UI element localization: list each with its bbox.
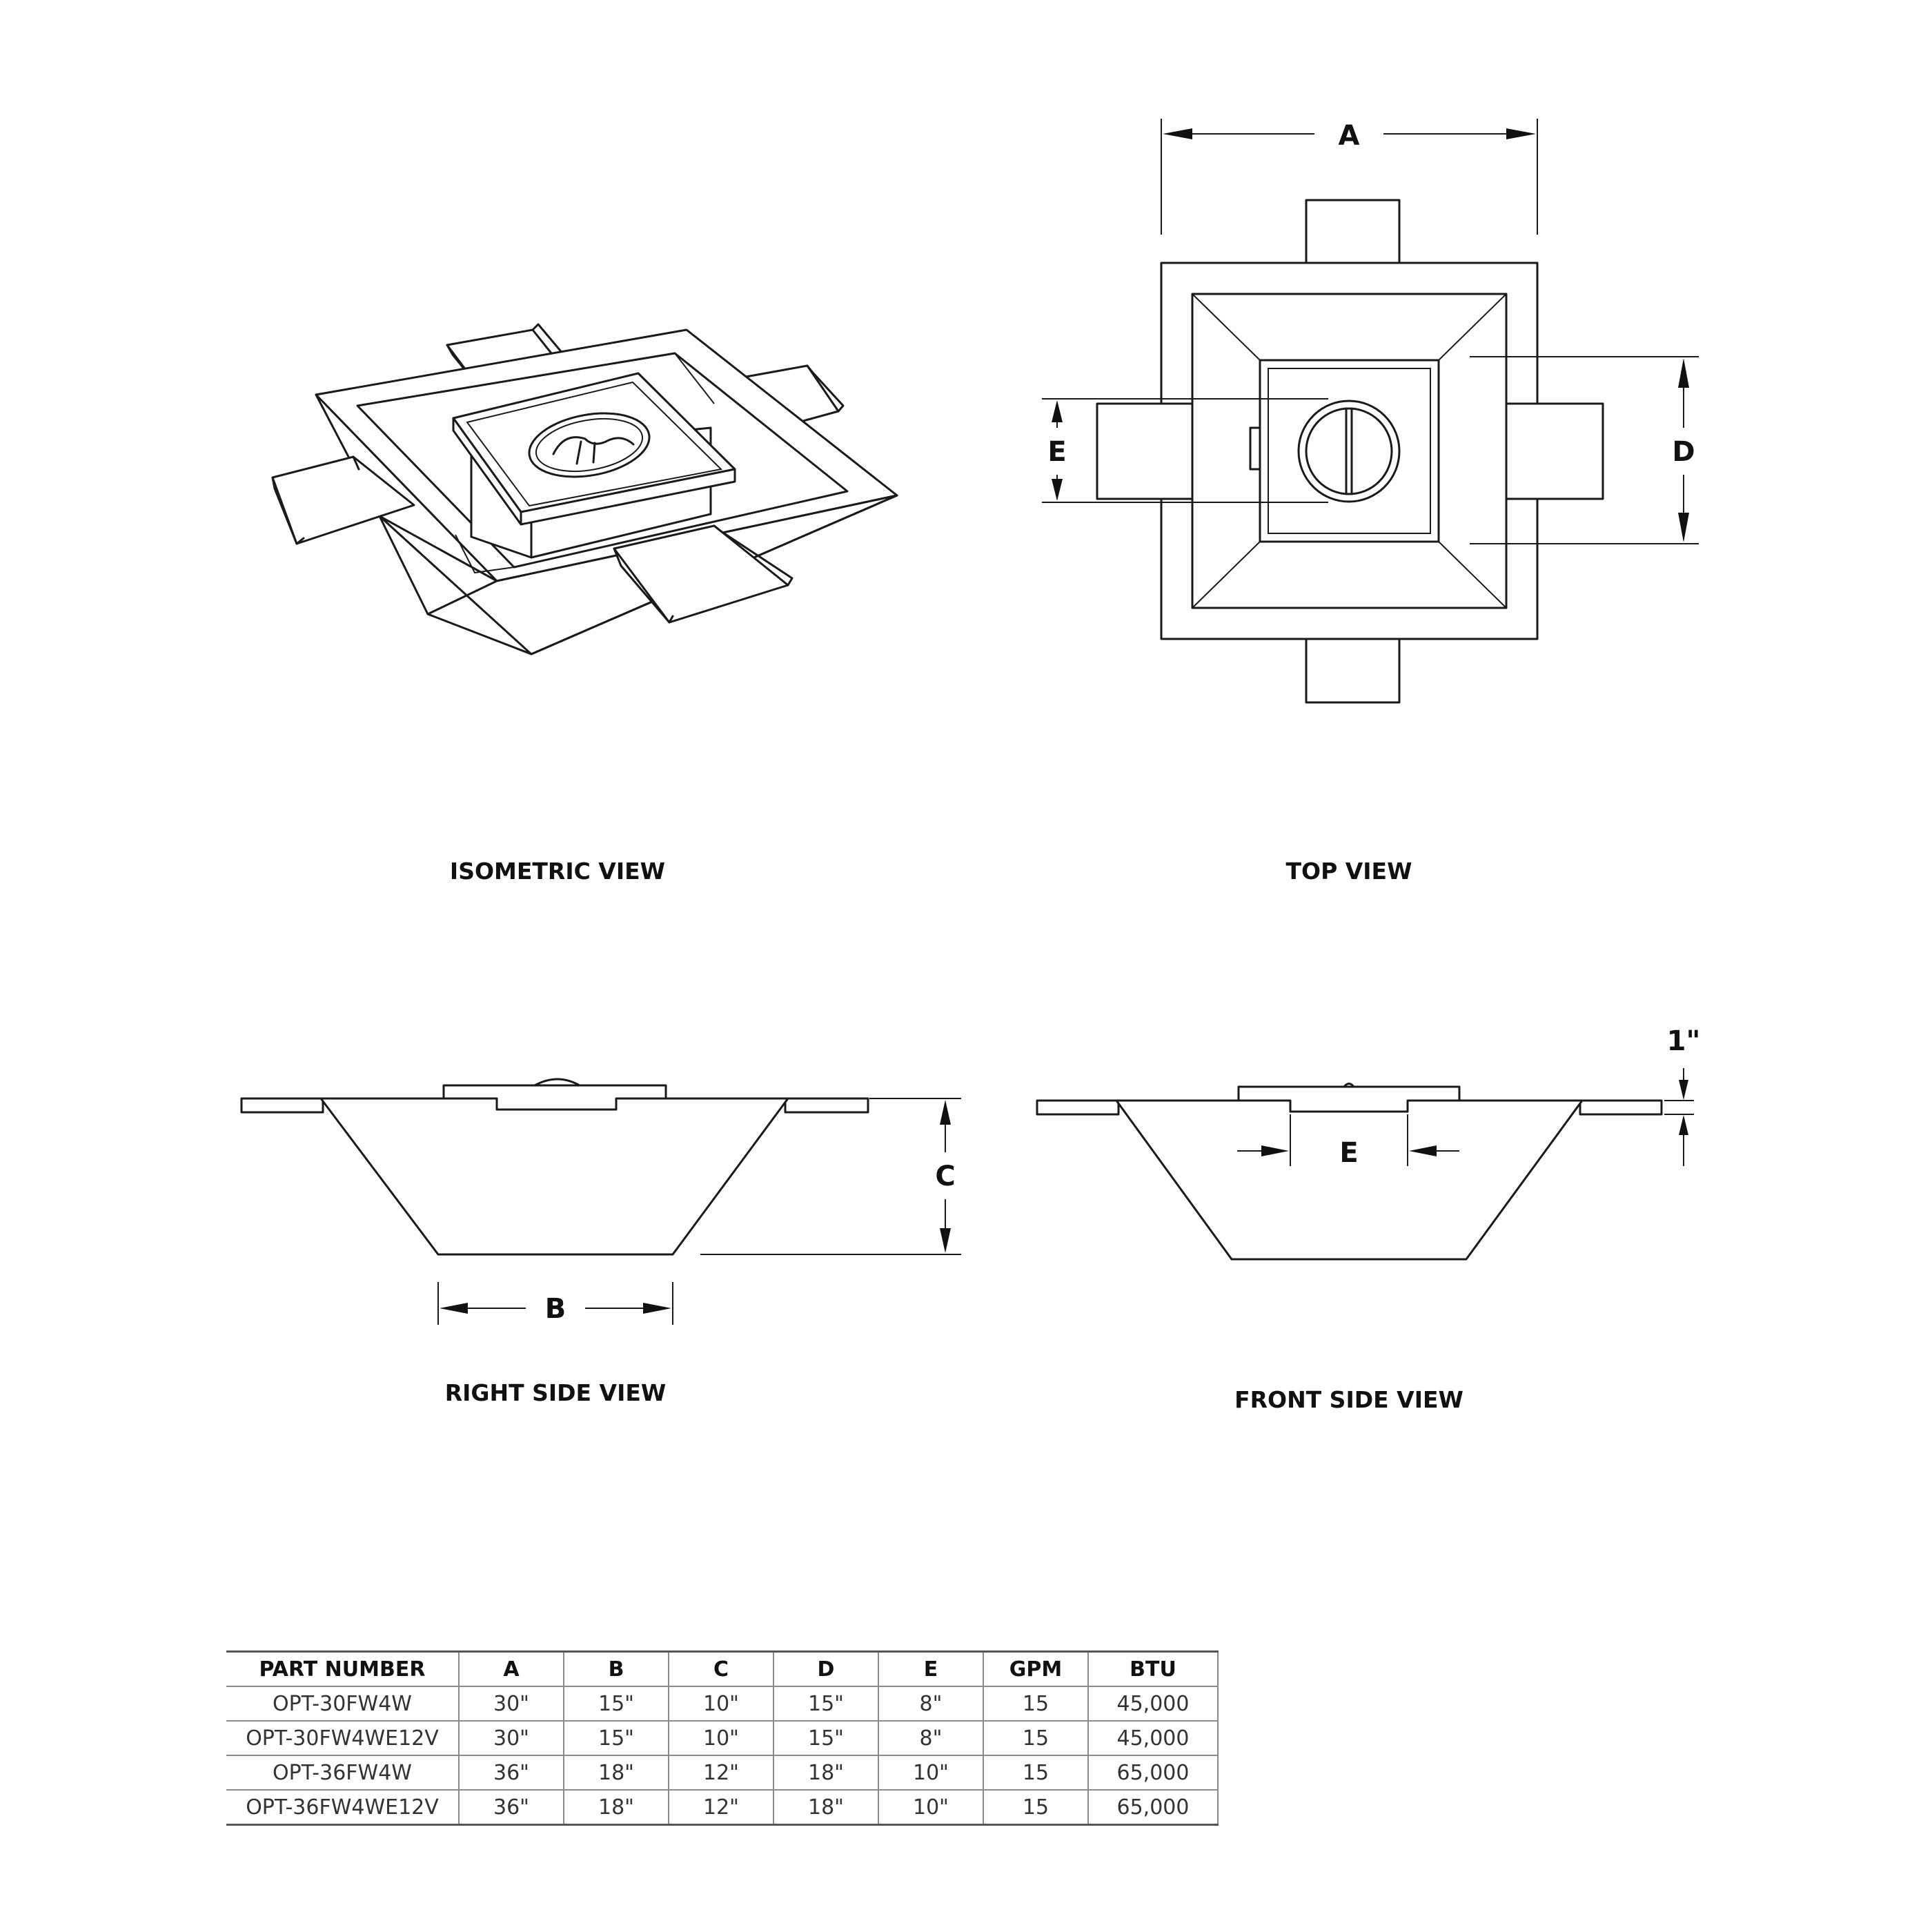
front-fire-pan bbox=[1237, 1085, 1461, 1113]
front-dim-lip bbox=[1664, 1068, 1694, 1166]
cell-e: 10" bbox=[878, 1789, 984, 1826]
cell-e: 8" bbox=[878, 1720, 984, 1756]
cell-b: 15" bbox=[563, 1720, 669, 1756]
front-bowl bbox=[1115, 1099, 1584, 1261]
dim-label-c: C bbox=[935, 1161, 955, 1192]
col-header-part-number: PART NUMBER bbox=[226, 1650, 460, 1687]
cell-btu: 65,000 bbox=[1087, 1789, 1219, 1826]
col-header-gpm: GPM bbox=[983, 1650, 1089, 1687]
cell-a: 30" bbox=[458, 1720, 564, 1756]
cell-d: 15" bbox=[773, 1720, 879, 1756]
top-view-title: TOP VIEW bbox=[1286, 858, 1412, 885]
right-bowl bbox=[319, 1097, 789, 1256]
cell-d: 18" bbox=[773, 1789, 879, 1826]
cell-c: 10" bbox=[668, 1686, 774, 1722]
right-dim-c bbox=[700, 1098, 961, 1255]
right-dim-b bbox=[437, 1282, 673, 1325]
iso-spout-left bbox=[271, 455, 415, 545]
top-dim-a bbox=[1161, 119, 1538, 235]
cell-d: 18" bbox=[773, 1755, 879, 1791]
top-dim-d bbox=[1470, 356, 1699, 544]
table-header-row: PART NUMBER A B C D E GPM BTU bbox=[226, 1650, 1219, 1687]
table-row: OPT-36FW4W 36" 18" 12" 18" 10" 15 65,000 bbox=[226, 1755, 1219, 1791]
cell-btu: 45,000 bbox=[1087, 1686, 1219, 1722]
cell-e: 8" bbox=[878, 1686, 984, 1722]
right-side-view-title: RIGHT SIDE VIEW bbox=[445, 1379, 667, 1406]
cell-btu: 45,000 bbox=[1087, 1720, 1219, 1756]
cell-btu: 65,000 bbox=[1087, 1755, 1219, 1791]
cell-a: 30" bbox=[458, 1686, 564, 1722]
right-side-view: C B bbox=[240, 1078, 961, 1325]
cell-c: 12" bbox=[668, 1789, 774, 1826]
dim-label-lip: 1" bbox=[1667, 1025, 1701, 1057]
col-header-d: D bbox=[773, 1650, 879, 1687]
cell-b: 18" bbox=[563, 1789, 669, 1826]
cell-part-number: OPT-30FW4WE12V bbox=[226, 1720, 460, 1756]
front-dim-e bbox=[1237, 1114, 1459, 1166]
cell-a: 36" bbox=[458, 1789, 564, 1826]
cell-part-number: OPT-36FW4WE12V bbox=[226, 1789, 460, 1826]
dim-label-b: B bbox=[545, 1293, 566, 1325]
isometric-view bbox=[271, 323, 898, 656]
isometric-view-title: ISOMETRIC VIEW bbox=[450, 858, 665, 885]
table-row: OPT-36FW4WE12V 36" 18" 12" 18" 10" 15 65… bbox=[226, 1789, 1219, 1826]
right-spout-left bbox=[240, 1097, 324, 1114]
cell-part-number: OPT-36FW4W bbox=[226, 1755, 460, 1791]
col-header-a: A bbox=[458, 1650, 564, 1687]
col-header-c: C bbox=[668, 1650, 774, 1687]
top-dim-e bbox=[1042, 398, 1328, 503]
iso-spout-front bbox=[613, 524, 793, 624]
cell-gpm: 15 bbox=[983, 1686, 1089, 1722]
spec-table: PART NUMBER A B C D E GPM BTU OPT-30FW4W… bbox=[226, 1650, 1219, 1826]
cell-e: 10" bbox=[878, 1755, 984, 1791]
right-fire-pan bbox=[442, 1084, 667, 1111]
cell-b: 18" bbox=[563, 1755, 669, 1791]
cell-part-number: OPT-30FW4W bbox=[226, 1686, 460, 1722]
top-burner bbox=[1297, 400, 1401, 503]
front-spout-right bbox=[1579, 1099, 1663, 1116]
cell-c: 12" bbox=[668, 1755, 774, 1791]
col-header-e: E bbox=[878, 1650, 984, 1687]
cell-b: 15" bbox=[563, 1686, 669, 1722]
dim-label-a: A bbox=[1339, 120, 1360, 152]
col-header-btu: BTU bbox=[1087, 1650, 1219, 1687]
dim-label-e-front: E bbox=[1339, 1137, 1358, 1169]
top-spout-right bbox=[1503, 402, 1604, 500]
table-row: OPT-30FW4WE12V 30" 15" 10" 15" 8" 15 45,… bbox=[226, 1720, 1219, 1756]
cell-gpm: 15 bbox=[983, 1755, 1089, 1791]
col-header-b: B bbox=[563, 1650, 669, 1687]
dim-label-d: D bbox=[1672, 436, 1695, 468]
iso-fire-pan bbox=[452, 372, 736, 526]
dim-label-e-top: E bbox=[1047, 436, 1066, 468]
top-spout-left bbox=[1096, 402, 1197, 500]
top-view: A D E bbox=[1042, 119, 1699, 704]
front-spout-left bbox=[1036, 1099, 1120, 1116]
front-side-view-title: FRONT SIDE VIEW bbox=[1234, 1386, 1463, 1413]
cell-gpm: 15 bbox=[983, 1720, 1089, 1756]
cell-d: 15" bbox=[773, 1686, 879, 1722]
top-fire-pan bbox=[1259, 359, 1440, 543]
cell-gpm: 15 bbox=[983, 1789, 1089, 1826]
table-row: OPT-30FW4W 30" 15" 10" 15" 8" 15 45,000 bbox=[226, 1686, 1219, 1722]
cell-c: 10" bbox=[668, 1720, 774, 1756]
front-side-view: E 1" bbox=[1036, 1025, 1701, 1261]
right-spout-right bbox=[784, 1097, 869, 1114]
cell-a: 36" bbox=[458, 1755, 564, 1791]
